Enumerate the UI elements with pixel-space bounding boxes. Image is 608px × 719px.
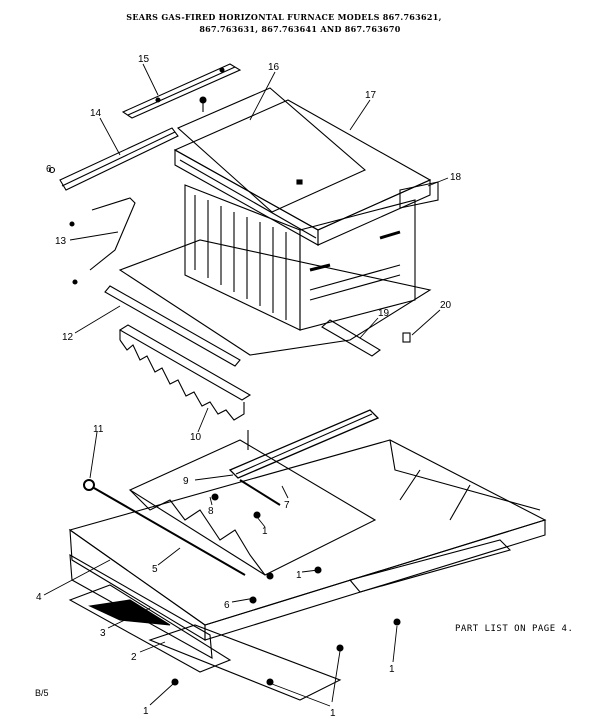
callout-1-bottom-center: 1 <box>330 708 336 719</box>
callout-16: 16 <box>268 62 280 73</box>
fasteners <box>171 493 401 686</box>
part-18-bracket <box>399 181 439 209</box>
part-2-plate <box>148 624 342 701</box>
part-14-strip <box>48 127 179 191</box>
drawing-code: B/5 <box>35 688 49 698</box>
exchanger-base <box>118 239 432 357</box>
callout-19: 19 <box>378 308 390 319</box>
part-3-plate <box>68 584 232 673</box>
diagram-title-line-1: SEARS GAS-FIRED HORIZONTAL FURNACE MODEL… <box>126 12 442 22</box>
callout-15: 15 <box>138 54 150 65</box>
callout-5: 5 <box>152 564 158 575</box>
part-4-front-panel <box>69 554 213 659</box>
diagram-title-line-2: 867.763631, 867.763641 AND 867.763670 <box>199 24 401 34</box>
part-17-cabinet-top <box>173 99 432 246</box>
part-13-bracket <box>69 197 136 285</box>
bottom-tray <box>68 439 547 641</box>
part-16-top-panel <box>176 87 367 213</box>
part-9-manifold-rail <box>228 409 380 506</box>
callout-1-bottom-right: 1 <box>389 664 395 675</box>
callout-9: 9 <box>183 476 189 487</box>
callout-3: 3 <box>100 628 106 639</box>
leader-lines <box>43 63 449 707</box>
parts-list-note: PART LIST ON PAGE 4. <box>455 624 574 634</box>
callout-7: 7 <box>284 500 290 511</box>
callout-14: 14 <box>90 108 102 119</box>
part-20-screw <box>402 332 411 343</box>
part-12-strip <box>104 285 241 367</box>
callout-20: 20 <box>440 300 452 311</box>
callout-1-bottom-left: 1 <box>143 706 149 717</box>
callout-4: 4 <box>36 592 42 603</box>
part-10-baffle <box>118 324 252 421</box>
callout-17: 17 <box>365 90 377 101</box>
burner-assembly <box>128 430 377 576</box>
callout-8: 8 <box>208 506 214 517</box>
callout-1-mid: 1 <box>262 526 268 537</box>
callout-12: 12 <box>62 332 74 343</box>
callout-18: 18 <box>450 172 462 183</box>
callout-11: 11 <box>93 424 104 435</box>
callout-6-top: 6 <box>46 164 52 175</box>
callout-6-bottom: 6 <box>224 600 230 611</box>
part-11-orifice <box>83 479 246 576</box>
callout-10: 10 <box>190 432 202 443</box>
callout-1-lower: 1 <box>296 570 302 581</box>
part-15-strip <box>121 63 242 119</box>
callout-13: 13 <box>55 236 67 247</box>
callout-2: 2 <box>131 652 137 663</box>
